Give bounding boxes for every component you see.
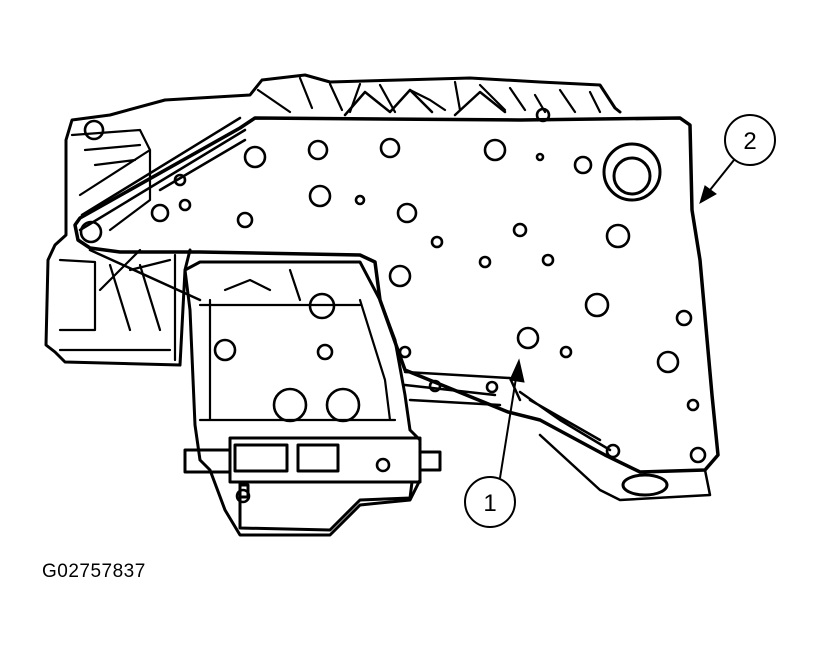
lower-hole (213, 338, 237, 362)
plate-hole (483, 138, 507, 162)
lower-hole (485, 380, 499, 394)
solenoid-connector-b (296, 443, 340, 473)
plate-hole (605, 223, 631, 249)
left-casting-details (58, 128, 177, 362)
callout-2-number: 2 (743, 128, 756, 155)
plate-hole (398, 345, 412, 359)
plate-hole (535, 107, 551, 123)
plate-hole (535, 152, 545, 162)
large-bore-outer (602, 142, 662, 202)
plate-hole (478, 255, 492, 269)
plate-hole (178, 198, 192, 212)
large-bore-inner (612, 156, 652, 196)
callout-1-circle (464, 476, 516, 528)
plate-hole (686, 398, 700, 412)
plate-hole (173, 173, 187, 187)
plate-hole (516, 326, 540, 350)
left-casting-diagonals (78, 116, 247, 302)
upper-casting-outline (163, 73, 622, 114)
solenoid-connector-a (233, 443, 289, 473)
callout-1: 1 (464, 358, 525, 528)
lower-hole (428, 379, 442, 393)
plate-hole (605, 443, 621, 459)
lower-hole (308, 292, 336, 320)
lower-housing (238, 480, 414, 532)
lower-hole (325, 387, 361, 423)
callout-1-arrowhead (509, 358, 525, 383)
left-casting-outline (44, 98, 192, 367)
plate-hole (308, 184, 332, 208)
plate-hole (656, 350, 680, 374)
plate-hole (559, 345, 573, 359)
lower-body-inner (198, 268, 397, 422)
plate-hole (675, 309, 693, 327)
front-rail-boss (621, 473, 669, 497)
plate-hole (689, 446, 707, 464)
plate-hole (430, 235, 444, 249)
plate-hole (243, 145, 267, 169)
front-rail (403, 370, 712, 502)
plate-hole (307, 139, 329, 161)
lower-hole (235, 488, 251, 504)
lower-body-outline (183, 260, 422, 537)
lower-hole (316, 343, 334, 361)
lower-hole (375, 457, 391, 473)
plate-hole (512, 222, 528, 238)
callout-1-leader (499, 377, 517, 479)
plate-hole (396, 202, 418, 224)
lower-hole (272, 387, 308, 423)
plate-hole (573, 155, 593, 175)
figure-id-code: G02757837 (42, 561, 146, 582)
plate-hole (150, 203, 170, 223)
plate-hole (236, 211, 254, 229)
plate-hole (388, 264, 412, 288)
upper-casting-zigzag (343, 88, 507, 117)
plate-hole (379, 137, 401, 159)
upper-casting-ribs (256, 76, 602, 114)
callout-2-circle (724, 114, 776, 166)
plate-hole (354, 194, 366, 206)
plate-hole (584, 292, 610, 318)
callout-1-number: 1 (483, 490, 496, 517)
plate-hole (83, 119, 105, 141)
callout-2: 2 (699, 114, 776, 205)
callout-2-arrowhead (699, 185, 717, 205)
plate-hole (541, 253, 555, 267)
solenoid-block (183, 436, 442, 484)
plate-hole (79, 220, 103, 244)
separator-plate-outline (73, 116, 720, 474)
callout-2-leader (709, 159, 735, 191)
